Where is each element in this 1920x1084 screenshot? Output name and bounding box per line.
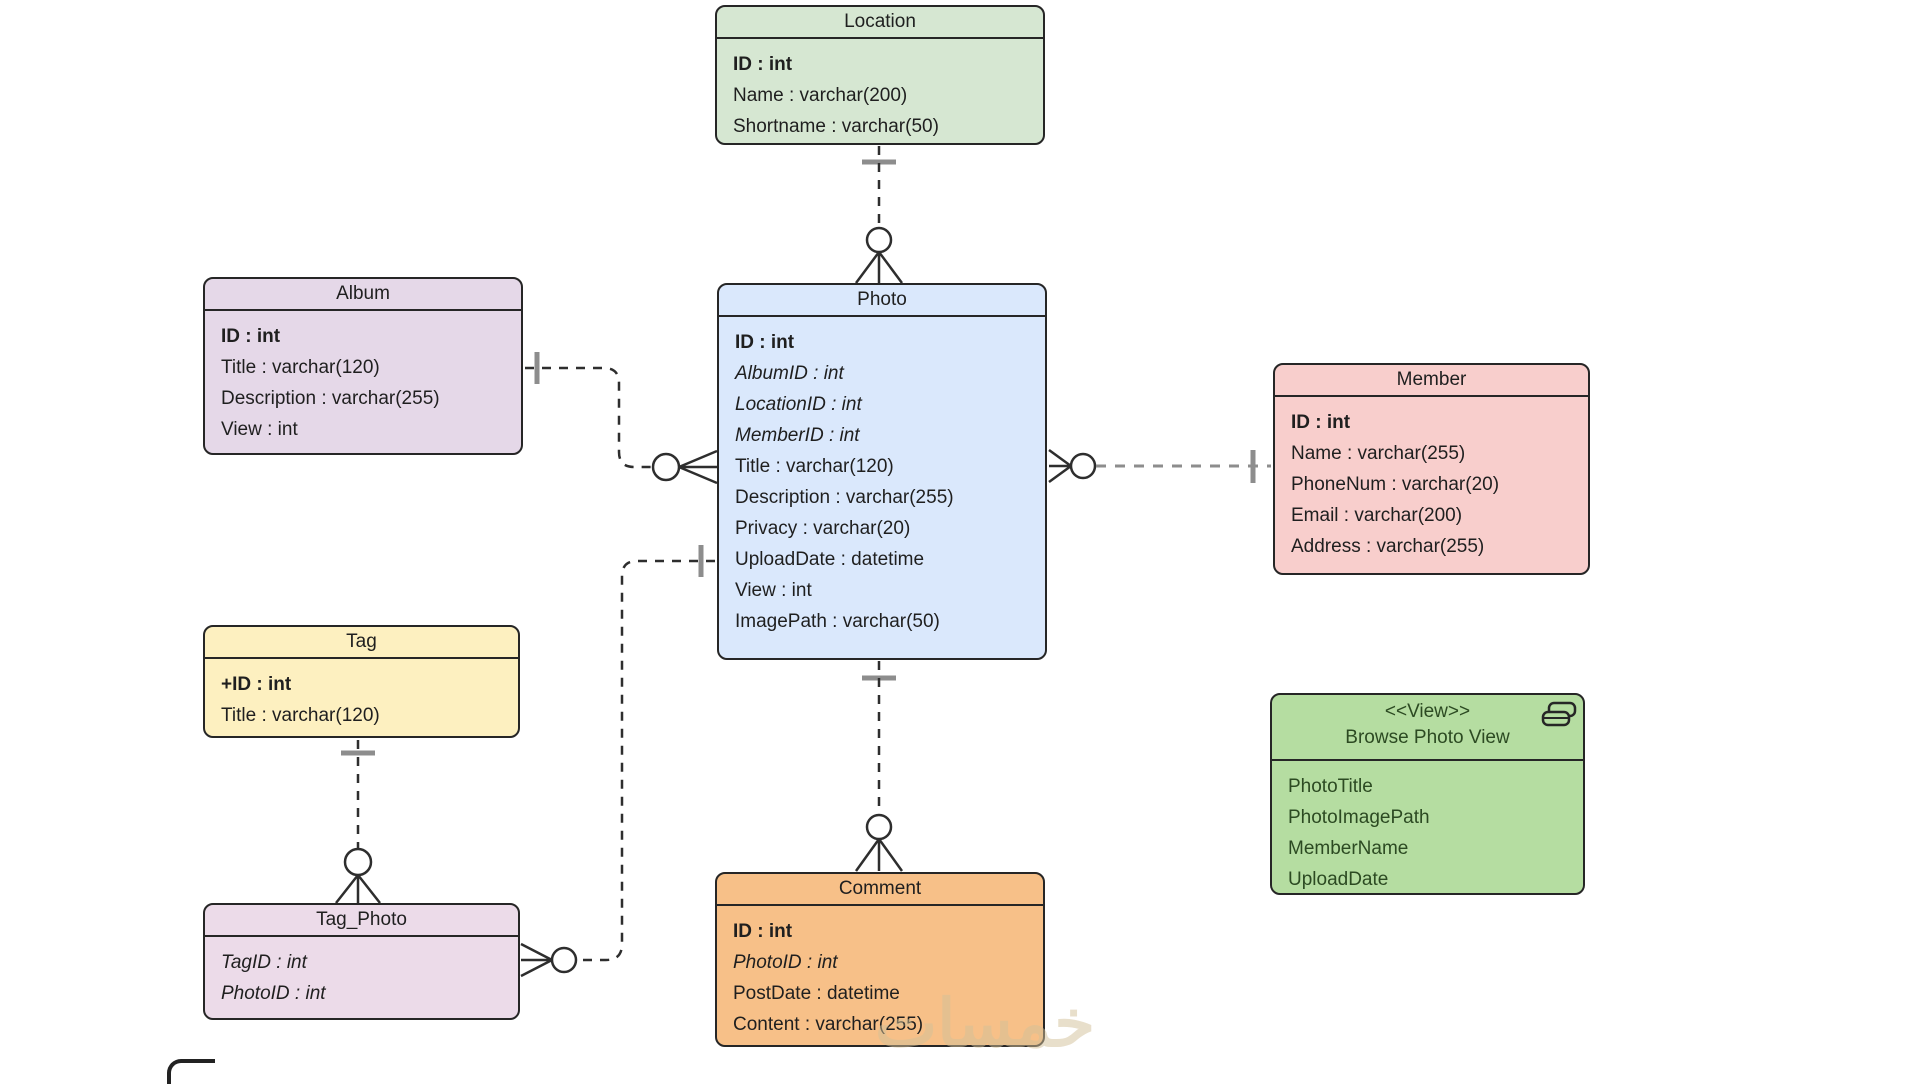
attr-row: Description : varchar(255)	[221, 388, 440, 409]
attr-row: View : int	[221, 419, 298, 440]
entity-comment: Comment ID : int PhotoID : int PostDate …	[715, 872, 1045, 1047]
entity-member-title: Member	[1275, 365, 1588, 397]
connector-album-photo	[525, 352, 718, 485]
attr-row: Privacy : varchar(20)	[735, 518, 911, 539]
attr-row: Title : varchar(120)	[221, 357, 380, 378]
entity-tag: Tag +ID : int Title : varchar(120)	[203, 625, 520, 738]
attr-row: Email : varchar(200)	[1291, 505, 1463, 526]
attr-row: ImagePath : varchar(50)	[735, 611, 940, 632]
entity-album-body: ID : int Title : varchar(120) Descriptio…	[205, 311, 521, 445]
attr-row: Title : varchar(120)	[221, 705, 380, 726]
attr-row: MemberName	[1288, 838, 1409, 859]
entity-album-title: Album	[205, 279, 521, 311]
entity-tag-photo-title: Tag_Photo	[205, 905, 518, 937]
cutoff-shape-fragment	[167, 1059, 215, 1084]
attr-row: +ID : int	[221, 674, 292, 695]
connector-location-photo	[854, 146, 904, 284]
attr-row: ID : int	[221, 326, 281, 347]
connector-line	[578, 559, 715, 962]
entity-tag-photo-body: TagID : int PhotoID : int	[205, 937, 518, 1009]
connector-line	[525, 366, 652, 469]
attr-row: UploadDate	[1288, 869, 1389, 890]
cardinality-zero-circle	[343, 847, 373, 877]
attr-row: PhotoID : int	[221, 983, 326, 1004]
attr-row: Shortname : varchar(50)	[733, 116, 939, 137]
crow-foot	[1048, 448, 1072, 484]
attr-row: Title : varchar(120)	[735, 456, 894, 477]
entity-location-title: Location	[717, 7, 1043, 39]
cardinality-zero-circle	[1069, 452, 1097, 480]
entity-member: Member ID : int Name : varchar(255) Phon…	[1273, 363, 1590, 575]
view-stereotype: <<View>>	[1384, 701, 1471, 722]
entity-member-body: ID : int Name : varchar(255) PhoneNum : …	[1275, 397, 1588, 562]
attr-row: PhotoTitle	[1288, 776, 1373, 797]
entity-browse-photo-view-header: <<View>> Browse Photo View	[1272, 695, 1583, 761]
attr-row: TagID : int	[221, 952, 307, 973]
attr-row: Content : varchar(255)	[733, 1014, 924, 1035]
connector-photo-comment	[854, 661, 904, 872]
stacked-table-icon	[1541, 701, 1577, 727]
attr-row: ID : int	[733, 54, 793, 75]
attr-row: ID : int	[1291, 412, 1351, 433]
entity-photo-title: Photo	[719, 285, 1045, 317]
attr-row: Description : varchar(255)	[735, 487, 954, 508]
connector-photo-tagphoto	[520, 545, 715, 978]
watermark-text: خمسات	[874, 986, 1096, 1060]
attr-row: PhotoID : int	[733, 952, 838, 973]
cardinality-zero-circle	[865, 813, 893, 841]
attr-row: Name : varchar(255)	[1291, 443, 1466, 464]
attr-row: UploadDate : datetime	[735, 549, 925, 570]
attr-row: Name : varchar(200)	[733, 85, 908, 106]
attr-row: Address : varchar(255)	[1291, 536, 1485, 557]
connector-member-photo	[1048, 448, 1271, 484]
crow-foot	[854, 251, 904, 284]
entity-album: Album ID : int Title : varchar(120) Desc…	[203, 277, 523, 455]
view-title: Browse Photo View	[1345, 727, 1510, 748]
attr-row: ID : int	[733, 921, 793, 942]
entity-photo-body: ID : int AlbumID : int LocationID : int …	[719, 317, 1045, 637]
entity-photo: Photo ID : int AlbumID : int LocationID …	[717, 283, 1047, 660]
crow-foot	[335, 874, 381, 904]
entity-tag-body: +ID : int Title : varchar(120)	[205, 659, 518, 731]
crow-foot	[678, 449, 718, 485]
attr-row: LocationID : int	[735, 394, 862, 415]
entity-browse-photo-view: <<View>> Browse Photo View PhotoTitle Ph…	[1270, 693, 1585, 895]
crow-foot	[854, 838, 904, 872]
attr-row: PhotoImagePath	[1288, 807, 1430, 828]
attr-row: PostDate : datetime	[733, 983, 900, 1004]
attr-row: MemberID : int	[735, 425, 860, 446]
entity-browse-photo-view-body: PhotoTitle PhotoImagePath MemberName Upl…	[1272, 761, 1583, 895]
attr-row: View : int	[735, 580, 812, 601]
cardinality-zero-circle	[651, 452, 681, 482]
entity-location: Location ID : int Name : varchar(200) Sh…	[715, 5, 1045, 145]
entity-comment-title: Comment	[717, 874, 1043, 906]
cardinality-zero-circle	[865, 226, 893, 254]
crow-foot	[520, 942, 553, 978]
connector-tag-tagphoto	[335, 740, 381, 904]
attr-row: AlbumID : int	[735, 363, 844, 384]
attr-row: PhoneNum : varchar(20)	[1291, 474, 1500, 495]
entity-tag-title: Tag	[205, 627, 518, 659]
entity-location-body: ID : int Name : varchar(200) Shortname :…	[717, 39, 1043, 142]
entity-tag-photo: Tag_Photo TagID : int PhotoID : int	[203, 903, 520, 1020]
attr-row: ID : int	[735, 332, 795, 353]
cardinality-zero-circle	[550, 946, 578, 974]
entity-comment-body: ID : int PhotoID : int PostDate : dateti…	[717, 906, 1043, 1040]
